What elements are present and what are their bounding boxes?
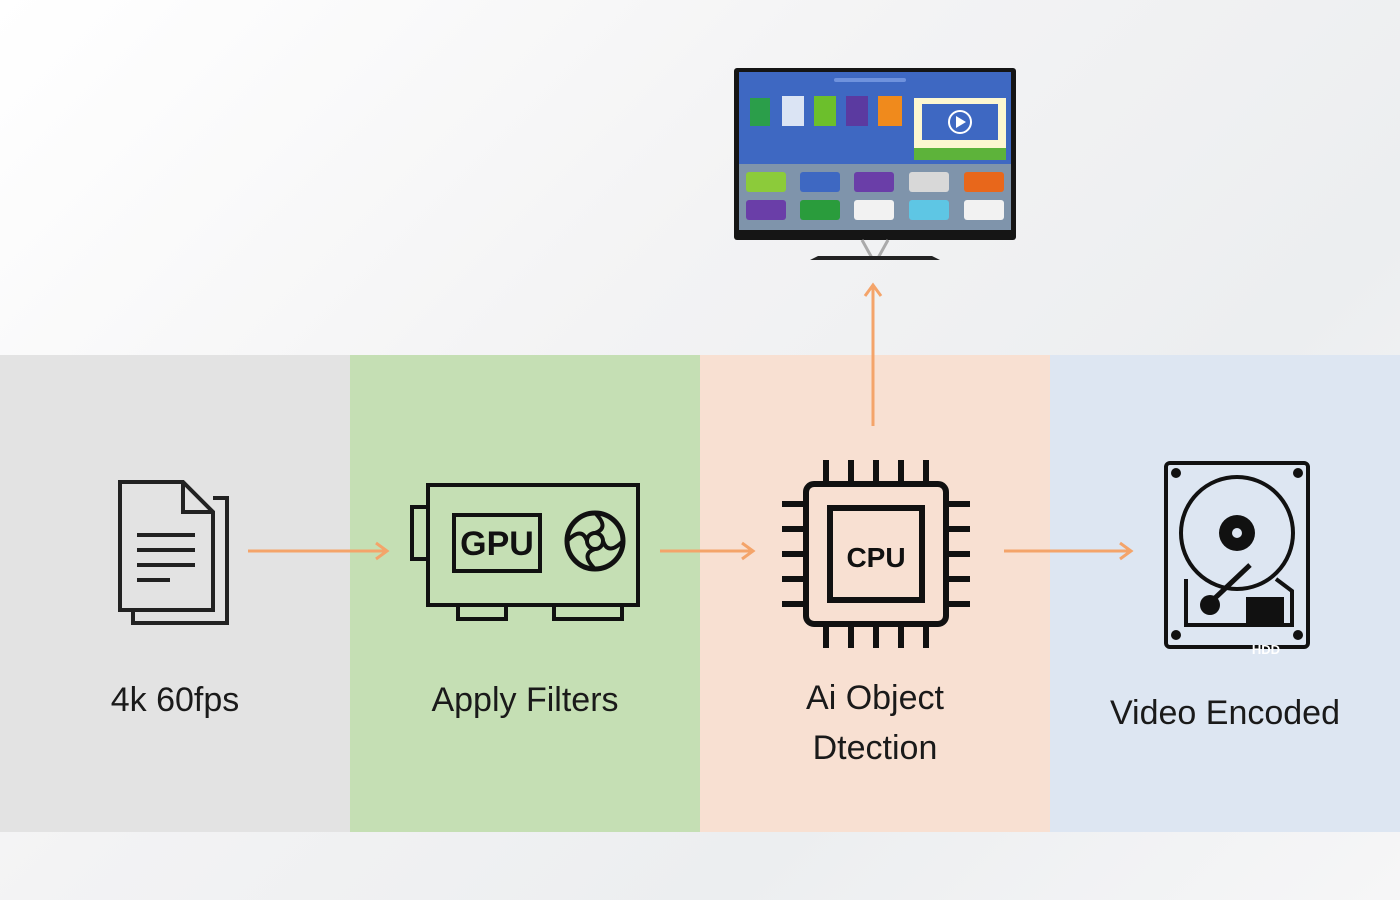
cpu-text: CPU [846, 542, 905, 573]
arrow-right-icon [248, 541, 390, 561]
stage-label: Apply Filters [431, 681, 619, 719]
arrow-right-icon [1004, 541, 1134, 561]
stage-label-line2: Dtection [812, 729, 938, 767]
stage-input-panel: 4k 60fps [0, 355, 350, 832]
stage-label: Video Encoded [1109, 694, 1340, 732]
stage-label: 4k 60fps [110, 681, 240, 719]
document-icon [118, 480, 229, 625]
gpu-icon: GPU [410, 483, 640, 621]
stage-encode-panel: HDD Video Encoded [1050, 355, 1400, 832]
arrow-up-icon [863, 282, 883, 426]
hdd-icon: HDD [1164, 461, 1310, 657]
stage-detection-panel: CPU Ai Object Dtection [700, 355, 1050, 832]
arrow-right-icon [660, 541, 756, 561]
cpu-icon: CPU [782, 460, 970, 648]
stage-label-line1: Ai Object [806, 679, 944, 717]
hdd-text: HDD [1252, 642, 1280, 657]
stage-filter-panel: GPU Apply Filters [350, 355, 700, 832]
smart-tv-icon [734, 68, 1016, 260]
gpu-text: GPU [460, 525, 534, 563]
